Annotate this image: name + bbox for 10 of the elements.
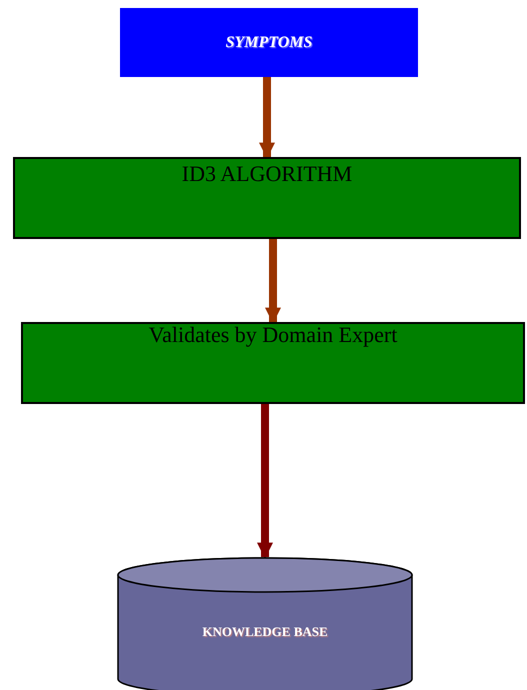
process-box	[13, 157, 521, 239]
node-label: KNOWLEDGE BASE	[202, 625, 328, 639]
input-box	[120, 8, 418, 77]
node-label: ID3 ALGORITHM	[182, 161, 352, 187]
process-box	[21, 322, 525, 404]
arrow	[257, 404, 273, 559]
arrow	[259, 77, 275, 159]
database-cylinder	[116, 557, 414, 690]
node-label: SYMPTOMS	[226, 34, 312, 52]
arrow	[265, 239, 281, 324]
